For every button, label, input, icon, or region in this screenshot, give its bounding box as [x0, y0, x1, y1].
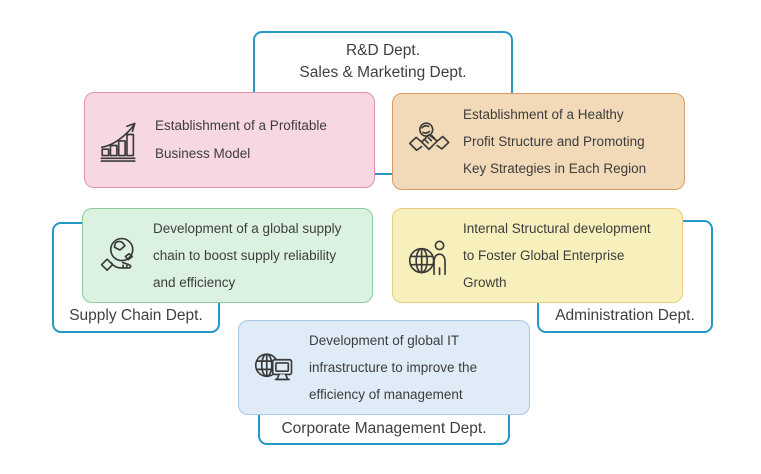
- globe-computer-icon: [253, 346, 297, 390]
- hand-holding-globe-icon: [97, 234, 141, 278]
- card-text-line: Business Model: [155, 146, 251, 161]
- card-text-line: efficiency of management: [309, 387, 463, 402]
- card-text: Internal Structural development to Foste…: [463, 215, 651, 296]
- handshake-icon: [407, 120, 451, 164]
- card-text-line: Establishment of a Healthy: [463, 107, 624, 122]
- dept-label-rnd: R&D Dept.: [345, 42, 421, 59]
- card-text-line: Key Strategies in Each Region: [463, 161, 647, 176]
- card-text: Development of a global supply chain to …: [153, 215, 341, 296]
- card-text-line: infrastructure to improve the: [309, 360, 478, 375]
- card-text: Development of global IT infrastructure …: [309, 327, 477, 408]
- dept-label-group: R&D Dept. Sales & Marketing Dept.: [255, 40, 511, 84]
- growth-chart-icon: [99, 118, 143, 162]
- dept-label-administration: Administration Dept.: [555, 307, 695, 324]
- card-text-line: chain to boost supply reliability: [153, 248, 337, 263]
- card-text-line: Internal Structural development: [463, 221, 651, 236]
- card-text-line: to Foster Global Enterprise: [463, 248, 625, 263]
- card-text-line: Profit Structure and Promoting: [463, 134, 645, 149]
- dept-label-corporate-management: Corporate Management Dept.: [281, 420, 487, 437]
- globe-person-icon: [407, 234, 451, 278]
- card-text-line: Growth: [463, 275, 507, 290]
- dept-label-supply-chain: Supply Chain Dept.: [69, 307, 203, 324]
- card-text-line: Development of a global supply: [153, 221, 342, 236]
- card-internal-structural-development: Internal Structural development to Foste…: [392, 208, 683, 303]
- card-global-it-infrastructure: Development of global IT infrastructure …: [238, 320, 530, 415]
- dept-label-sales-marketing: Sales & Marketing Dept.: [299, 64, 467, 81]
- card-profitable-business-model: Establishment of a Profitable Business M…: [84, 92, 375, 188]
- card-text: Establishment of a Profitable Business M…: [155, 112, 327, 168]
- card-text: Establishment of a Healthy Profit Struct…: [463, 101, 646, 182]
- card-global-supply-chain: Development of a global supply chain to …: [82, 208, 373, 303]
- card-text-line: Establishment of a Profitable: [155, 118, 327, 133]
- card-text-line: and efficiency: [153, 275, 236, 290]
- card-healthy-profit-structure: Establishment of a Healthy Profit Struct…: [392, 93, 685, 190]
- card-text-line: Development of global IT: [309, 333, 460, 348]
